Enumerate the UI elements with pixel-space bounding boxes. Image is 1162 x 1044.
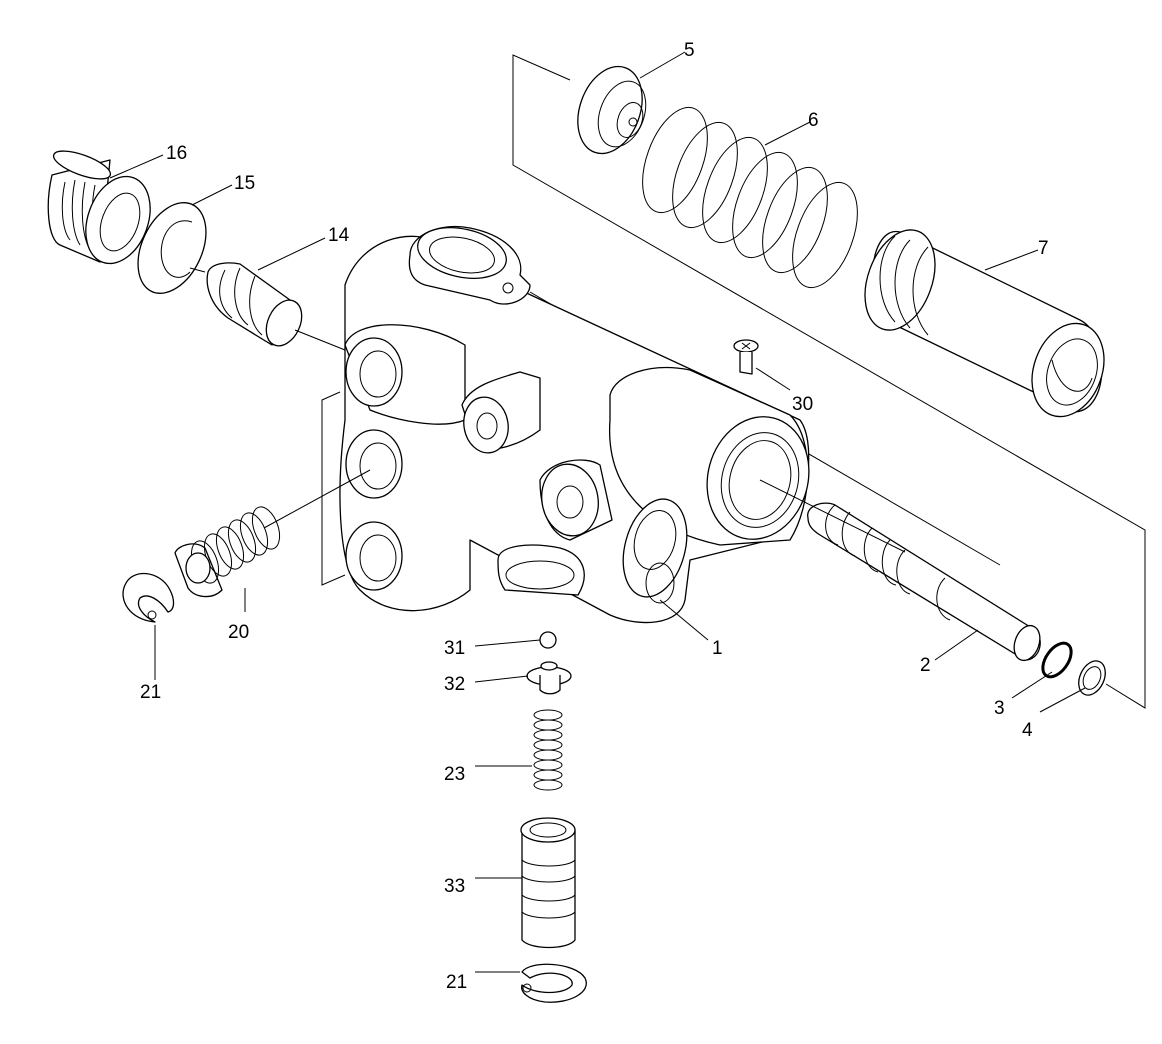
part-3-o-ring [1041,641,1073,679]
part-2-spool [807,502,1041,662]
label-part-31: 31 [444,638,465,659]
part-4-snap-ring [1078,660,1106,696]
label-part-23: 23 [444,764,465,785]
part-7-piston [864,229,1105,418]
label-part-20: 20 [228,622,249,643]
label-part-6: 6 [808,110,819,131]
part-21-snap-ring-left [122,572,175,623]
leader-lines [109,51,1086,973]
part-30-screw [733,339,759,414]
label-part-5: 5 [684,40,695,61]
part-labels: 5 6 7 16 15 14 30 1 2 3 4 20 21 31 32 23… [140,40,1049,993]
assembly-frame-left [321,391,346,586]
part-1-valve-body [339,225,810,624]
label-part-1: 1 [712,638,723,659]
label-part-3: 3 [994,698,1005,719]
part-23-spring [533,709,563,791]
label-part-7: 7 [1038,238,1049,259]
part-20-check-spring [174,506,281,598]
label-part-21-bottom: 21 [446,972,467,993]
label-part-30: 30 [792,394,813,415]
label-part-2: 2 [920,655,931,676]
part-31-ball [539,631,557,649]
label-part-33: 33 [444,876,465,897]
label-part-32: 32 [444,674,465,695]
label-part-21-left: 21 [140,682,161,703]
part-16-threaded-plug [47,150,151,265]
part-21-snap-ring-bottom [521,963,587,1003]
part-33-sleeve [520,817,576,949]
part-14-poppet [206,262,303,347]
label-part-14: 14 [328,225,350,246]
label-part-15: 15 [234,173,255,194]
label-part-4: 4 [1022,720,1033,741]
part-32-plug [526,661,572,695]
part-6-coil-spring [642,106,858,289]
label-part-16: 16 [166,143,187,164]
part-5-spring-seat [577,65,647,155]
